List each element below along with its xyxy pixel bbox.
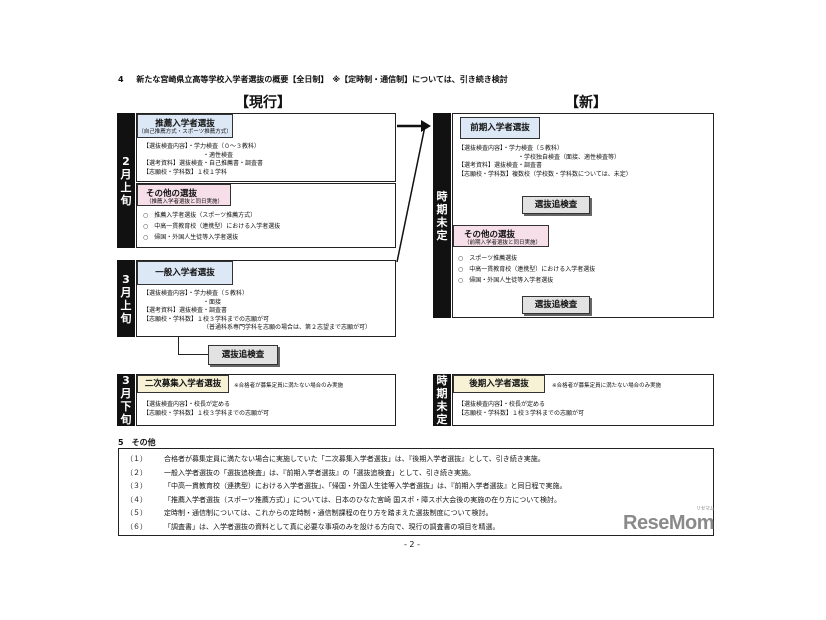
undecided-bar: 時期未定: [433, 113, 451, 318]
kouki-note: ※合格者が募集定員に満たない場合のみ実施: [552, 383, 662, 389]
sonota-left-list: ○ 推薦入学者選抜（スポーツ推薦方式） ○ 中高一貫教育校（連携型）における入学…: [143, 210, 280, 243]
tsuika-right-button-2: 選抜追検査: [522, 296, 590, 314]
transition-arrows: [396, 120, 431, 263]
list-item: ○ 中高一貫教育校（連携型）における入学者選抜: [143, 223, 281, 230]
connector-line: [178, 354, 208, 355]
tsuika-left-button: 選抜追検査: [208, 345, 278, 365]
niji-note: ※合格者が募集定員に満たない場合のみ実施: [234, 383, 344, 389]
list-item: ○ 推薦入学者選抜（スポーツ推薦方式）: [143, 212, 257, 219]
zenki-box: [452, 113, 714, 318]
zenki-title: 前期入学者選抜: [460, 117, 540, 139]
suisen-title: 推薦入学者選抜 （自己推薦方式・スポーツ推薦方式）: [137, 114, 233, 138]
section4-number: 4: [118, 75, 124, 84]
ippan-details: 【選抜検査内容】・学力検査（５教科） ・面接 【選考資料】選抜検査・調査書 【志…: [143, 290, 372, 331]
list-item: （３）「中高一貫教育校（連携型）における入学者選抜」、「帰国・外国人生徒等入学者…: [126, 482, 567, 490]
section5-box: [118, 448, 714, 536]
sonota-left-title: その他の選抜 （推薦入学者選抜と同日実施）: [137, 184, 231, 206]
kouki-box: [452, 374, 714, 426]
list-item: ○ 帰国・外国人生徒等入学者選抜: [458, 277, 554, 284]
niji-title: 二次募集入学者選抜: [137, 375, 229, 393]
zenki-details: 【選抜検査内容】・学力検査（５教科） ・学校独自検査（面接、適性検査等） 【選考…: [458, 145, 632, 178]
list-item: ○ 中高一貫教育校（連携型）における入学者選抜: [458, 266, 596, 273]
list-item: （１）合格者が募集定員に満たない場合に実施していた「二次募集入学者選抜」は、『後…: [126, 455, 545, 463]
section4-heading: 4 新たな宮崎県立高等学校入学者選抜の概要【全日制】 ※【定時制・通信制】につい…: [118, 74, 508, 85]
list-item: （５）定時制・通信制については、これからの定時制・通信制課程の在り方を踏まえた選…: [126, 509, 493, 517]
undecided-bar-2: 時期未定: [433, 374, 451, 426]
page-number: - 2 -: [404, 540, 420, 549]
list-item: （２）一般入学者選抜の「選抜追検査」は、『前期入学者選抜』の「選抜追検査」として…: [126, 468, 475, 477]
section4-title: 新たな宮崎県立高等学校入学者選抜の概要【全日制】 ※【定時制・通信制】については…: [136, 75, 508, 84]
current-label: 【現行】: [235, 95, 291, 111]
list-item: ○ スポーツ推薦選抜: [458, 255, 518, 262]
ippan-title: 一般入学者選抜: [137, 261, 233, 285]
new-label: 【新】: [565, 95, 607, 111]
sonota-right-title: その他の選抜 （前期入学者選抜と同日実施）: [453, 225, 549, 247]
niji-details: 【選抜検査内容】・校長が定める 【志願校・学科数】１校３学科までの志願が可: [143, 401, 270, 417]
list-item: ○ 帰国・外国人生徒等入学者選抜: [143, 234, 239, 241]
list-item: （６）「調査書」は、入学者選抜の資料として真に必要な事項のみを設ける方向で、現行…: [126, 522, 500, 531]
tsuika-right-button-1: 選抜追検査: [522, 196, 590, 214]
suisen-details: 【選抜検査内容】・学力検査（０～３教科） ・適性検査 【選考資料】選抜検査・自己…: [143, 143, 264, 176]
list-item: （４）「推薦入学者選抜（スポーツ推薦方式）」については、日本のひなた宮崎 国スポ…: [126, 495, 562, 504]
resemom-logo: ReseMom リセマム: [623, 506, 714, 534]
kouki-title: 後期入学者選抜: [453, 375, 545, 393]
connector-line: [178, 337, 179, 354]
kouki-details: 【選抜検査内容】・校長が定める 【志願校・学科数】１校３学科までの志願が可: [458, 401, 585, 417]
section5-heading: 5 その他: [118, 438, 156, 447]
sonota-right-list: ○ スポーツ推薦選抜 ○ 中高一貫教育校（連携型）における入学者選抜 ○ 帰国・…: [458, 253, 595, 286]
section5-list: （１）合格者が募集定員に満たない場合に実施していた「二次募集入学者選抜」は、『後…: [126, 453, 567, 534]
